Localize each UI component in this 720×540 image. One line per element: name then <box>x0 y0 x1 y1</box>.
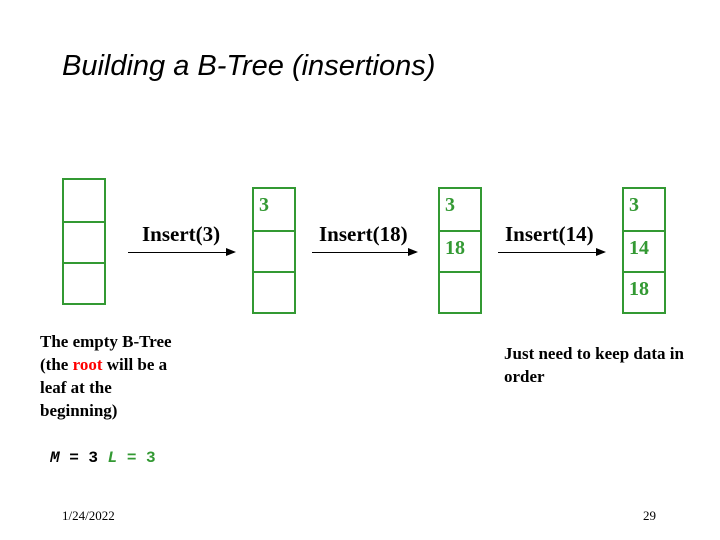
note-text: will be a leaf at the beginning) <box>40 355 168 420</box>
param-l-label: L <box>107 449 118 467</box>
node-key-slot: 3 <box>445 194 455 216</box>
node-key-slot <box>64 180 104 221</box>
tree-parameters: M = 3 L = 3 <box>50 449 156 467</box>
btree-node-empty <box>62 178 106 305</box>
param-m-value: = 3 <box>59 449 108 467</box>
node-key-slot: 3 <box>629 194 639 216</box>
btree-node-step-1: 3 <box>252 187 296 314</box>
node-key-slot <box>254 271 294 312</box>
operation-label: Insert(3) <box>142 222 221 246</box>
node-key-slot <box>440 271 480 312</box>
node-key-slot: 3 <box>259 194 269 216</box>
node-key-slot <box>64 262 104 303</box>
arrow-icon <box>128 248 236 256</box>
operation-label: Insert(18) <box>319 222 408 246</box>
note-text: The empty B-Tree (the <box>40 332 172 374</box>
node-key-slot: 14 <box>624 230 664 271</box>
page-number: 29 <box>643 508 656 523</box>
operation-label: Insert(14) <box>505 222 594 246</box>
node-key-slot <box>64 221 104 262</box>
footer-date: 1/24/2022 <box>62 508 115 523</box>
root-highlight: root <box>72 355 103 374</box>
node-key-slot: 18 <box>624 271 664 312</box>
param-l-value: = 3 <box>117 449 156 467</box>
arrow-icon <box>498 248 606 256</box>
empty-tree-note: The empty B-Tree (the root will be a lea… <box>40 330 190 422</box>
node-key-slot: 18 <box>440 230 480 271</box>
btree-node-step-3: 3 14 18 <box>622 187 666 314</box>
arrow-icon <box>312 248 418 256</box>
slide-title: Building a B-Tree (insertions) <box>62 50 436 82</box>
btree-node-step-2: 3 18 <box>438 187 482 314</box>
node-key-slot <box>254 230 294 271</box>
param-m-label: M <box>50 449 60 467</box>
order-note: Just need to keep data in order <box>504 344 684 386</box>
